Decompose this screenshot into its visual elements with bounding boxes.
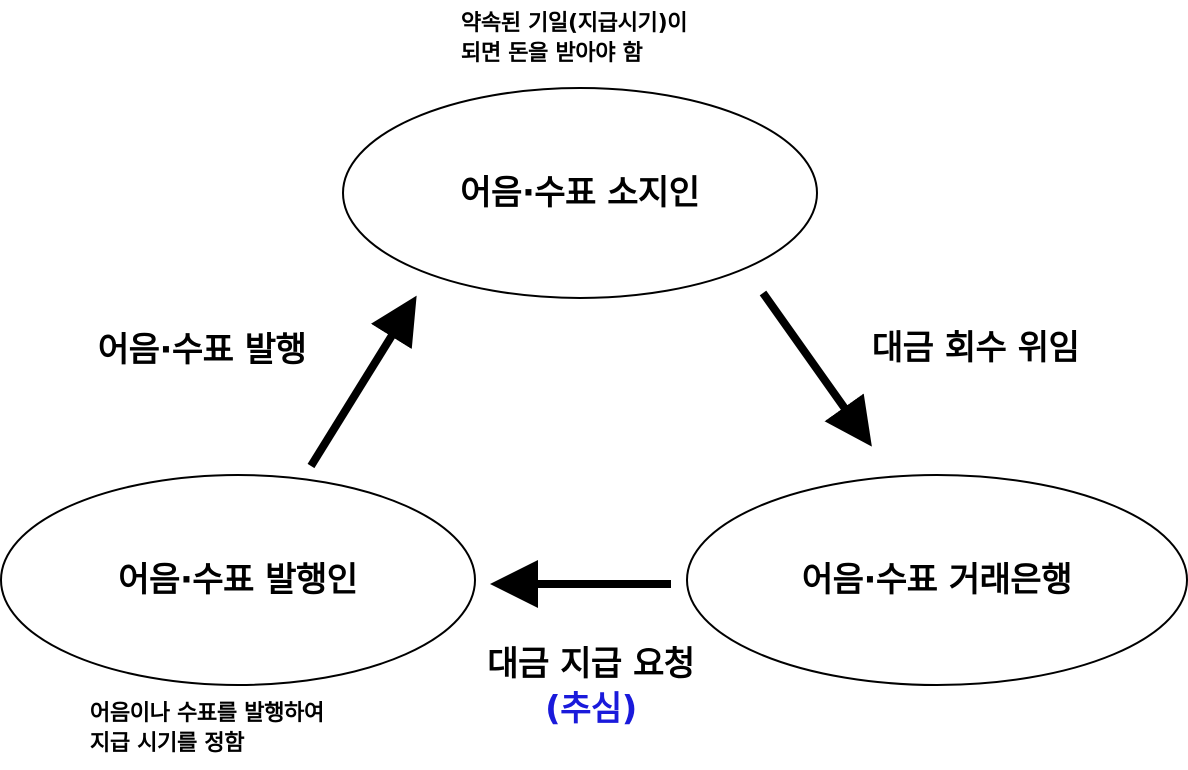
issue-label: 어음·수표 발행 — [98, 330, 307, 370]
issuer-label: 어음·수표 발행인 — [118, 560, 358, 600]
bank-node — [686, 474, 1188, 686]
holder-label: 어음·수표 소지인 — [460, 173, 700, 213]
bank-label: 어음·수표 거래은행 — [802, 560, 1073, 600]
issuer-note-line1: 어음이나 수표를 발행하여 — [90, 701, 325, 726]
request-label: 대금 지급 요청 — [487, 644, 695, 684]
issuer-node — [0, 474, 476, 686]
issuer-note: 어음이나 수표를 발행하여 지급 시기를 정함 — [90, 699, 324, 759]
holder-note: 약속된 기일(지급시기)이 되면 돈을 받아야 함 — [461, 9, 688, 69]
delegate-arrow — [759, 290, 872, 447]
holder-node — [342, 87, 818, 299]
holder-note-line2: 되면 돈을 받아야 함 — [461, 41, 643, 66]
issuer-note-line2: 지급 시기를 정함 — [90, 731, 245, 756]
delegate-label: 대금 회수 위임 — [872, 328, 1080, 368]
holder-note-line1: 약속된 기일(지급시기)이 — [461, 11, 688, 36]
issue-arrow — [307, 295, 417, 469]
request-sublabel: (추심) — [545, 689, 637, 729]
